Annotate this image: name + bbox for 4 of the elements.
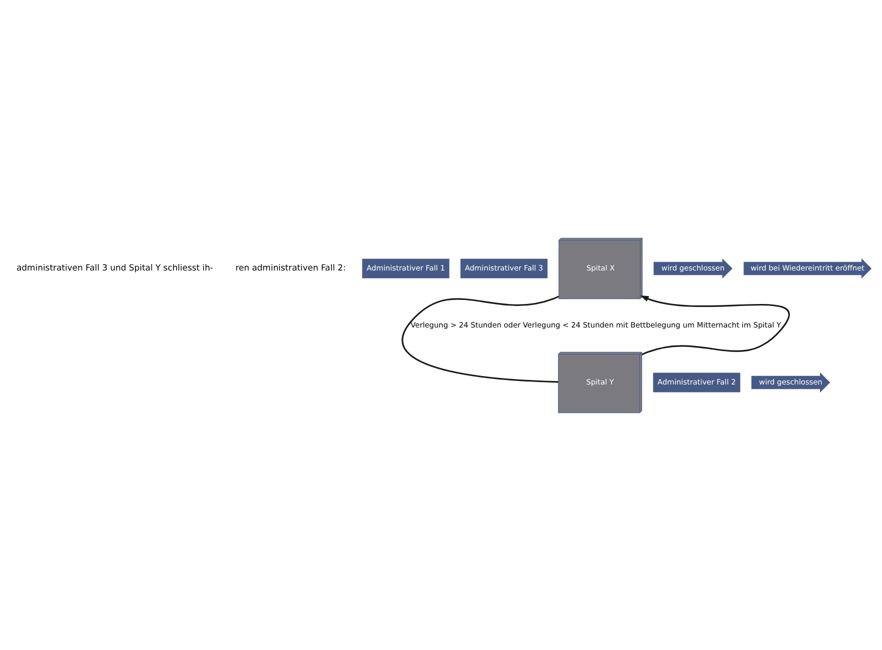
arrow [640,294,790,355]
connector [402,295,560,382]
label: ren administrativen Fall 2: [235,262,346,272]
label: administrativen Fall 3 und Spital Y schliesst ih- [16,262,214,272]
